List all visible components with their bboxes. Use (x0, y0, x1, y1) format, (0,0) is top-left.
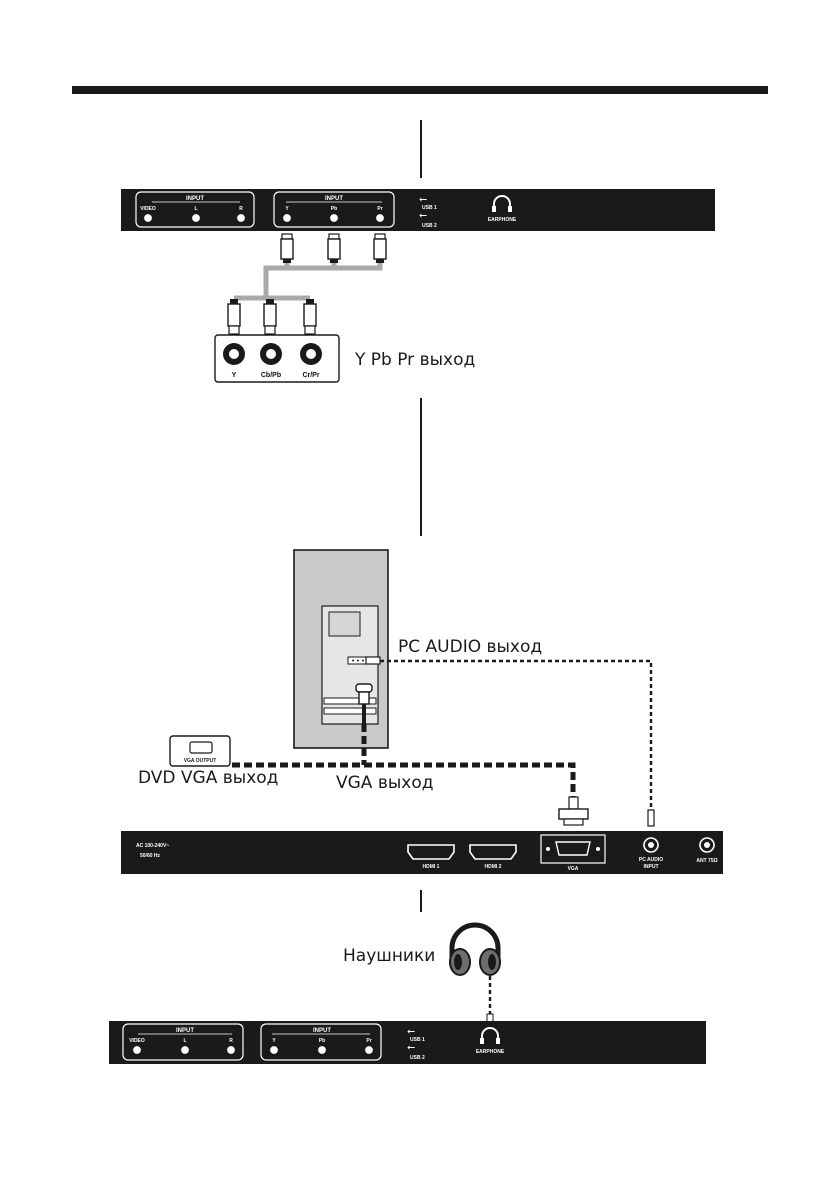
hdmi2-label: HDMI 2 (485, 864, 502, 870)
rca-plug (373, 233, 387, 263)
input-title: INPUT (176, 1028, 194, 1034)
usb-ports: ⭠ USB 1 ⭠ USB 2 (407, 1026, 425, 1061)
vga-port[interactable]: VGA (540, 834, 606, 872)
rca-plug (280, 233, 294, 263)
usb1-label: USB 1 (422, 205, 437, 211)
antenna-label: ANT 75Ω (696, 858, 717, 864)
antenna-port[interactable]: ANT 75Ω (696, 837, 718, 864)
jack-label-r: R (239, 206, 243, 212)
input-group-av: INPUT VIDEO L R (122, 1023, 244, 1061)
jack-label-pb: Pb (331, 206, 337, 212)
usb-icon: ⭠ (419, 210, 427, 221)
usb-icon: ⭠ (407, 1026, 415, 1037)
hdmi2-port[interactable]: HDMI 2 (469, 844, 517, 870)
headphone-cable (486, 976, 494, 1023)
pc-audio-input-label: INPUT (644, 864, 659, 870)
vga-plug (558, 796, 589, 826)
audio-l-jack[interactable] (192, 214, 200, 222)
earphone-port[interactable]: EARPHONE (488, 195, 517, 223)
headphone-icon (493, 195, 511, 208)
video-jack[interactable] (133, 1046, 141, 1054)
hdmi1-label: HDMI 1 (423, 864, 440, 870)
rca-plug (227, 299, 241, 335)
audio-plug (647, 809, 655, 827)
pr-jack[interactable] (376, 214, 384, 222)
jack-label-video: VIDEO (140, 206, 156, 212)
pb-jack[interactable] (330, 214, 338, 222)
vga-label: VGA (568, 866, 579, 872)
device-jack-y: Y (232, 372, 237, 379)
vga-output-label: VGA OUTPUT (184, 758, 217, 764)
y-jack[interactable] (283, 214, 291, 222)
jack-label-pr: Pr (366, 1038, 371, 1044)
audio-r-jack[interactable] (237, 214, 245, 222)
usb-icon: ⭠ (407, 1042, 415, 1053)
jack-label-y: Y (272, 1038, 276, 1044)
headphones-icon (449, 922, 501, 976)
jack-label-pb: Pb (319, 1038, 325, 1044)
header-rule (72, 86, 768, 94)
usb-icon: ⭠ (419, 194, 427, 205)
video-jack[interactable] (144, 214, 152, 222)
audio-r-jack[interactable] (227, 1046, 235, 1054)
usb-ports: ⭠ USB 1 ⭠ USB 2 (419, 194, 437, 229)
jack-label-y: Y (285, 206, 289, 212)
headphones-label: Наушники (343, 946, 435, 966)
input-title: INPUT (325, 196, 343, 202)
usb1-label: USB 1 (410, 1037, 425, 1043)
component-cable (227, 233, 387, 335)
earphone-label: EARPHONE (476, 1049, 505, 1055)
usb2-label: USB 2 (410, 1055, 425, 1061)
jack-label-l: L (194, 206, 197, 212)
usb2-label: USB 2 (422, 223, 437, 229)
pc-audio-port[interactable]: PC AUDIO INPUT (639, 837, 663, 870)
vga-cable (232, 724, 576, 797)
jack-label-l: L (183, 1038, 186, 1044)
audio-l-jack[interactable] (181, 1046, 189, 1054)
input-title: INPUT (313, 1028, 331, 1034)
dvd-vga-output-label: DVD VGA выход (138, 768, 278, 788)
input-group-component: INPUT Y Pb Pr (273, 191, 395, 228)
input-group-component: INPUT Y Pb Pr (260, 1023, 382, 1061)
vga-output-label: VGA выход (336, 773, 434, 793)
pc-tower (293, 549, 389, 749)
tv-panel-top: INPUT VIDEO L R INPUT Y Pb Pr ⭠ USB 1 ⭠ … (121, 189, 715, 231)
hdmi1-port[interactable]: HDMI 1 (407, 844, 455, 870)
device-jack-cr: Cr/Pr (302, 372, 319, 379)
divider-1 (420, 120, 422, 178)
jack-label-video: VIDEO (129, 1038, 145, 1044)
divider-2 (420, 398, 422, 536)
tv-panel-middle: AC 100-240V~ 50/60 Hz HDMI 1 HDMI 2 VGA … (121, 831, 723, 874)
pc-audio-output-label: PC AUDIO выход (398, 637, 542, 657)
rca-plug (303, 299, 317, 335)
pb-jack[interactable] (318, 1046, 326, 1054)
rca-plug (327, 233, 341, 263)
pr-jack[interactable] (365, 1046, 373, 1054)
jack-label-pr: Pr (377, 206, 382, 212)
headphone-icon (481, 1027, 499, 1040)
pc-audio-label: PC AUDIO (639, 857, 663, 863)
input-group-av: INPUT VIDEO L R (135, 191, 255, 228)
frequency-label: 50/60 Hz (140, 853, 161, 859)
earphone-label: EARPHONE (488, 217, 517, 223)
dvd-player: VGA OUTPUT (169, 735, 231, 767)
power-rating-label: AC 100-240V~ (136, 843, 169, 849)
rca-plug (263, 299, 277, 335)
divider-3 (420, 890, 422, 912)
y-jack[interactable] (270, 1046, 278, 1054)
earphone-port[interactable]: EARPHONE (476, 1027, 505, 1055)
component-device: Y Cb/Pb Cr/Pr (214, 334, 340, 383)
ypbpr-output-label: Y Pb Pr выход (354, 350, 475, 370)
device-jack-cb: Cb/Pb (261, 372, 281, 379)
jack-label-r: R (229, 1038, 233, 1044)
tv-panel-bottom: INPUT VIDEO L R INPUT Y Pb Pr ⭠ USB 1 ⭠ … (109, 1021, 706, 1064)
input-title: INPUT (186, 196, 204, 202)
